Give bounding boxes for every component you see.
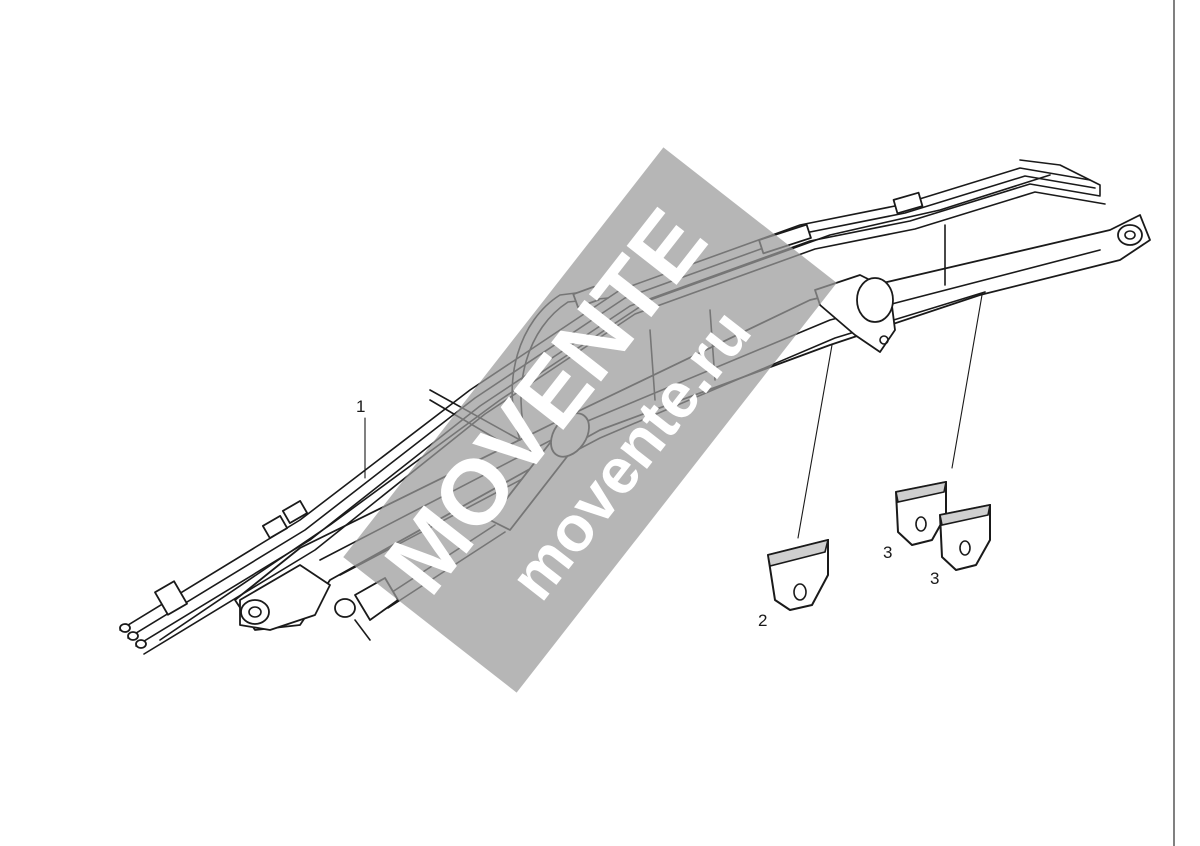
- part-3-plate-a: [895, 480, 948, 546]
- leader-line-3: [951, 294, 983, 469]
- part-2-bracket: [767, 538, 830, 611]
- callout-3b: 3: [930, 569, 939, 588]
- callout-1: 1: [356, 397, 365, 416]
- callout-3a: 3: [883, 543, 892, 562]
- boom-bracket: [814, 274, 896, 353]
- part-3-plate-b: [939, 503, 992, 571]
- callout-2: 2: [758, 611, 767, 630]
- leader-line-2: [797, 344, 833, 539]
- watermark-band: [343, 147, 837, 693]
- boom-arm: [234, 214, 1151, 631]
